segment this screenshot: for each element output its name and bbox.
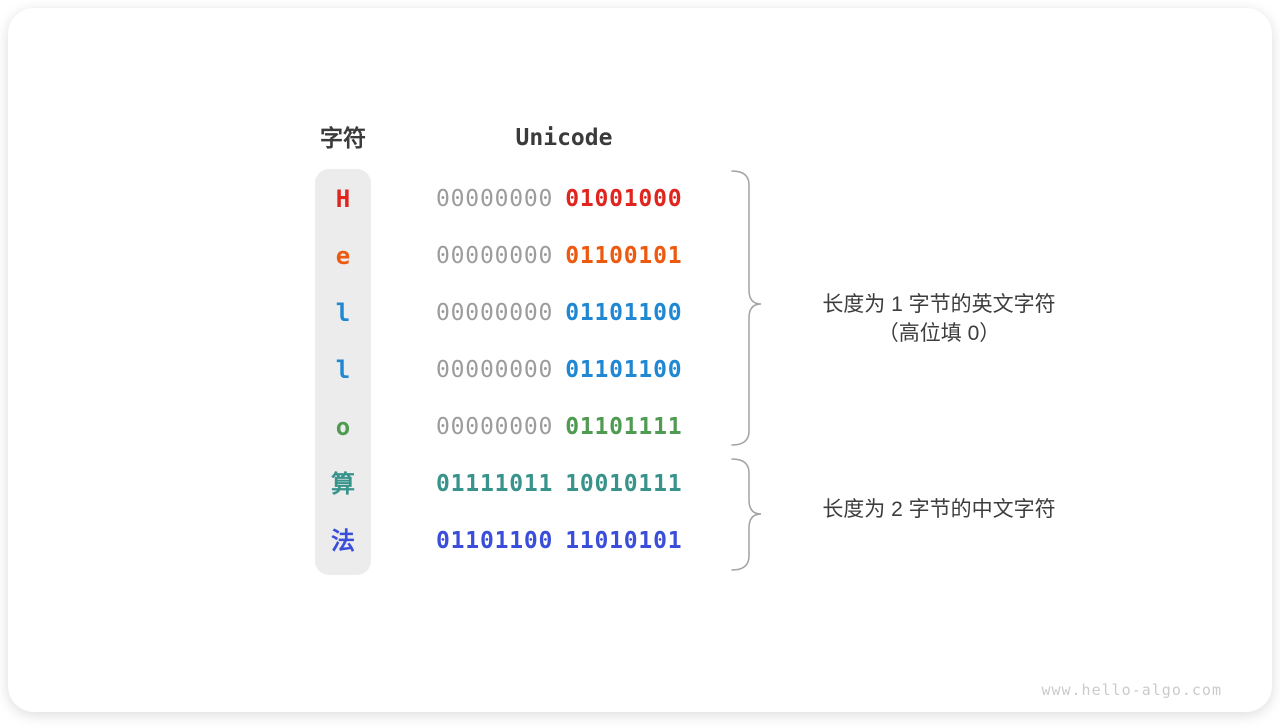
high-byte: 00000000 (436, 414, 554, 440)
high-byte: 01101100 (436, 528, 554, 554)
low-byte: 01101111 (565, 414, 683, 440)
unicode-binary: 00000000 01101100 (436, 297, 682, 329)
low-byte: 01101100 (565, 300, 683, 326)
unicode-column-header: Unicode (515, 125, 613, 151)
diagram-card: 字符 Unicode H 00000000 01001000 e 00000000 011… (8, 8, 1272, 712)
chinese-group-annotation: 长度为 2 字节的中文字符 (822, 498, 1056, 521)
brace-layer (731, 170, 762, 571)
english-group-brace (731, 170, 762, 446)
character-cell: 算 (331, 470, 355, 498)
low-byte: 01101100 (565, 357, 683, 383)
character-cell: e (335, 242, 351, 270)
unicode-binary: 00000000 01100101 (436, 240, 682, 272)
table-row: o 00000000 01101111 (8, 411, 1280, 443)
unicode-binary: 00000000 01101100 (436, 354, 682, 386)
char-column-background (315, 169, 371, 575)
unicode-encoding-diagram: 字符 Unicode H 00000000 01001000 e 00000000 011… (8, 8, 1280, 728)
chinese-group-brace (731, 458, 762, 571)
table-row: l 00000000 01101100 (8, 354, 1280, 386)
table-row: l 00000000 01101100 (8, 297, 1280, 329)
character-cell: o (335, 413, 351, 441)
unicode-binary: 00000000 01101111 (436, 411, 682, 443)
character-cell: 法 (331, 527, 355, 555)
table-row: 法 01101100 11010101 (8, 525, 1280, 557)
high-byte: 00000000 (436, 243, 554, 269)
low-byte: 01100101 (565, 243, 683, 269)
character-cell: l (335, 299, 351, 327)
low-byte: 01001000 (565, 186, 683, 212)
high-byte: 00000000 (436, 357, 554, 383)
char-column-header: 字符 (320, 125, 366, 151)
english-annotation-line1: 长度为 1 字节的英文字符 (822, 293, 1056, 316)
unicode-binary: 01101100 11010101 (436, 525, 682, 557)
low-byte: 11010101 (565, 528, 683, 554)
english-group-annotation: 长度为 1 字节的英文字符 （高位填 0） (778, 290, 1100, 348)
high-byte: 00000000 (436, 186, 554, 212)
table-row: H 00000000 01001000 (8, 183, 1280, 215)
table-row: e 00000000 01100101 (8, 240, 1280, 272)
character-cell: H (335, 185, 351, 213)
english-annotation-line2: （高位填 0） (877, 322, 1001, 345)
unicode-binary: 01111011 10010111 (436, 468, 682, 500)
unicode-binary: 00000000 01001000 (436, 183, 682, 215)
high-byte: 01111011 (436, 471, 554, 497)
table-row: 算 01111011 10010111 (8, 468, 1280, 500)
low-byte: 10010111 (565, 471, 683, 497)
watermark: www.hello-algo.com (1041, 681, 1222, 699)
high-byte: 00000000 (436, 300, 554, 326)
character-cell: l (335, 356, 351, 384)
